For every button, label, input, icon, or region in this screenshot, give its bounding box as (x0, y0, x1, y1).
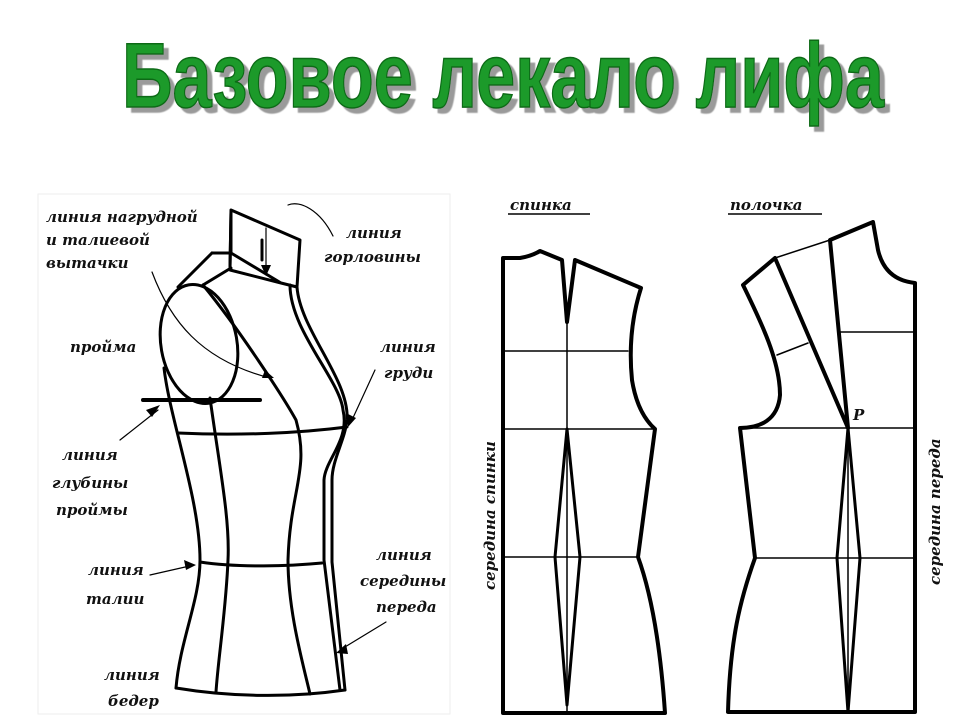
armhole-ellipse (158, 283, 240, 405)
label-dart-line-2: и талиевой (46, 231, 150, 249)
label-hips-1: линия (104, 666, 160, 684)
label-neckline-1: линия (346, 224, 402, 242)
princess-seam (201, 283, 312, 696)
label-armhole-depth-1: линия (62, 446, 118, 464)
front-seam (288, 283, 346, 692)
label-bust-1: линия (380, 338, 436, 356)
side-seam (208, 396, 230, 694)
title-group: Базовое лекало лифа (121, 24, 885, 128)
dart-arrow (151, 271, 271, 379)
label-armhole-depth-2: глубины (52, 474, 128, 492)
neck-col (228, 210, 233, 268)
waist-line (198, 560, 324, 568)
page-title: Базовое лекало лифа (122, 25, 885, 127)
label-dart-line-1: линия нагрудной (46, 208, 198, 226)
label-hips-2: бедер (108, 692, 159, 710)
front-waist-dart (835, 426, 862, 714)
back-waist-dart (553, 427, 582, 707)
back-outline (162, 366, 202, 690)
label-bust-2: груди (384, 364, 433, 382)
label-waist-2: талии (86, 590, 144, 608)
back-center-label: середина спинки (481, 441, 499, 590)
label-dart-line-3: вытачки (46, 254, 129, 272)
annotation-arrows (119, 203, 387, 651)
bust-line (176, 425, 349, 436)
mannequin-drawing: линия нагрудной и талиевой вытачки линия… (37, 193, 451, 715)
back-grid-lines (502, 321, 656, 714)
back-pattern: спинка середина спинки (481, 196, 667, 715)
front-outline (726, 220, 917, 714)
label-center-front-3: переда (376, 598, 437, 616)
hem-line (174, 686, 347, 697)
front-outline (295, 285, 349, 692)
label-armhole: пройма (70, 338, 136, 356)
mannequin-frame (37, 193, 451, 715)
front-center-label: середина переда (926, 438, 944, 585)
bust-arrow (351, 369, 376, 421)
neck-outline (210, 208, 302, 289)
back-title: спинка (510, 196, 572, 214)
label-center-front-2: середины (360, 572, 446, 590)
arrowheads (146, 265, 356, 654)
front-grid-lines (739, 239, 916, 713)
label-armhole-depth-3: проймы (56, 501, 128, 519)
shoulder-line (176, 251, 233, 289)
point-p-label: P (852, 406, 865, 424)
back-outline (501, 249, 667, 715)
label-center-front-1: линия (376, 546, 432, 564)
neckline-arrow (287, 203, 334, 237)
front-pattern: полочка P середина переда (726, 196, 944, 714)
front-title: полочка (730, 196, 803, 214)
label-waist-1: линия (88, 561, 144, 579)
label-neckline-2: горловины (324, 248, 421, 266)
center-front-arrow (339, 621, 387, 651)
